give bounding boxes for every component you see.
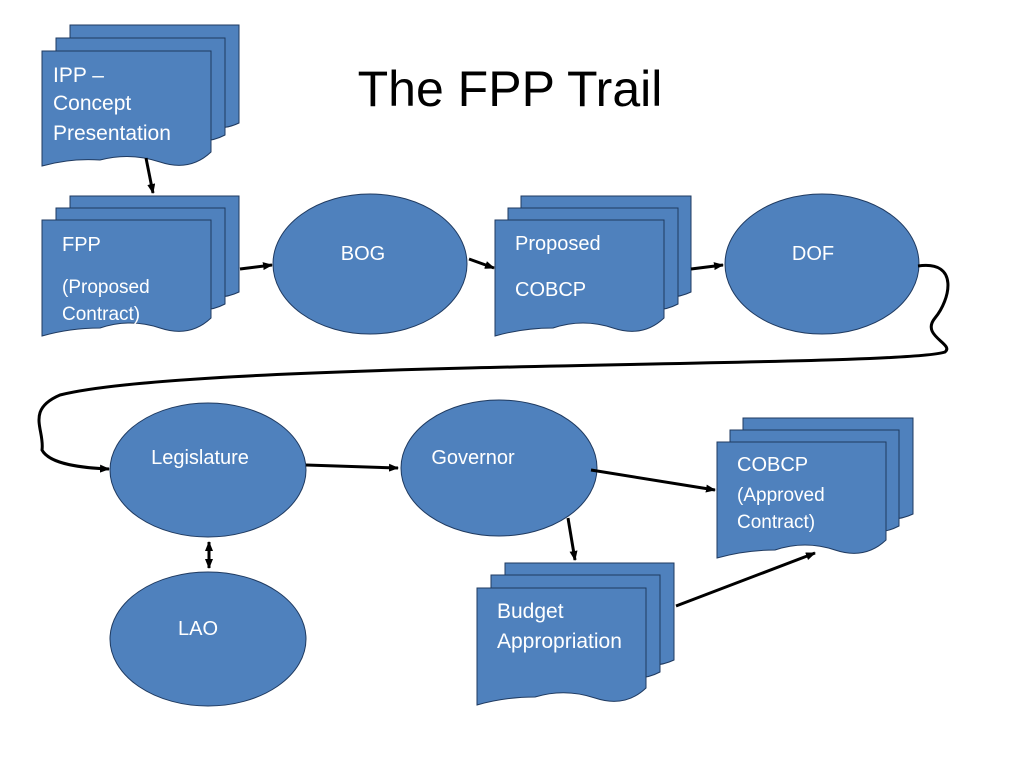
ipp-label-line2: Concept bbox=[53, 92, 131, 115]
fpp-node: FPP (Proposed Contract) bbox=[41, 195, 240, 337]
arrow-bog-to-proposed-cobcp bbox=[468, 257, 495, 270]
dof-node: DOF bbox=[724, 193, 920, 335]
budget-appropriation-node: Budget Appropriation bbox=[476, 562, 675, 706]
proposed-cobcp-label-line2: COBCP bbox=[515, 279, 586, 301]
legislature-node: Legislature bbox=[109, 402, 307, 538]
arrow-budget-to-cobcp bbox=[675, 551, 816, 608]
arrow-ipp-to-fpp bbox=[144, 157, 156, 194]
lao-label: LAO bbox=[178, 618, 218, 640]
legislature-label: Legislature bbox=[151, 447, 249, 469]
fpp-label-line3: Contract) bbox=[62, 304, 140, 325]
cobcp-label-line3: Contract) bbox=[737, 512, 815, 533]
arrow-proposed-cobcp-to-dof bbox=[690, 262, 724, 271]
cobcp-label-line1: COBCP bbox=[737, 454, 808, 476]
arrow-governor-to-cobcp bbox=[590, 468, 716, 493]
arrow-dof-to-legislature bbox=[37, 263, 950, 473]
lao-node: LAO bbox=[109, 571, 307, 707]
governor-label: Governor bbox=[431, 447, 515, 469]
ipp-label-line3: Presentation bbox=[53, 122, 171, 145]
bog-label: BOG bbox=[341, 243, 385, 265]
budget-label-line1: Budget bbox=[497, 600, 564, 623]
fpp-label-line1: FPP bbox=[62, 234, 101, 256]
arrow-fpp-to-bog bbox=[239, 262, 273, 271]
proposed-cobcp-label-line1: Proposed bbox=[515, 233, 601, 255]
dof-label: DOF bbox=[792, 243, 834, 265]
bog-node: BOG bbox=[272, 193, 468, 335]
ipp-label-line1: IPP – bbox=[53, 64, 104, 87]
cobcp-label-line2: (Approved bbox=[737, 485, 825, 506]
fpp-label-line2: (Proposed bbox=[62, 277, 150, 298]
slide-title: The FPP Trail bbox=[357, 61, 663, 117]
proposed-cobcp-node: Proposed COBCP bbox=[494, 195, 692, 337]
connectors bbox=[37, 157, 950, 608]
budget-label-line2: Appropriation bbox=[497, 630, 622, 653]
arrow-legislature-to-governor bbox=[305, 463, 399, 472]
arrow-governor-to-budget bbox=[566, 517, 578, 561]
cobcp-approved-node: COBCP (Approved Contract) bbox=[716, 417, 914, 559]
ipp-concept-presentation-node: IPP – Concept Presentation bbox=[41, 24, 240, 167]
governor-node: Governor bbox=[400, 399, 598, 537]
